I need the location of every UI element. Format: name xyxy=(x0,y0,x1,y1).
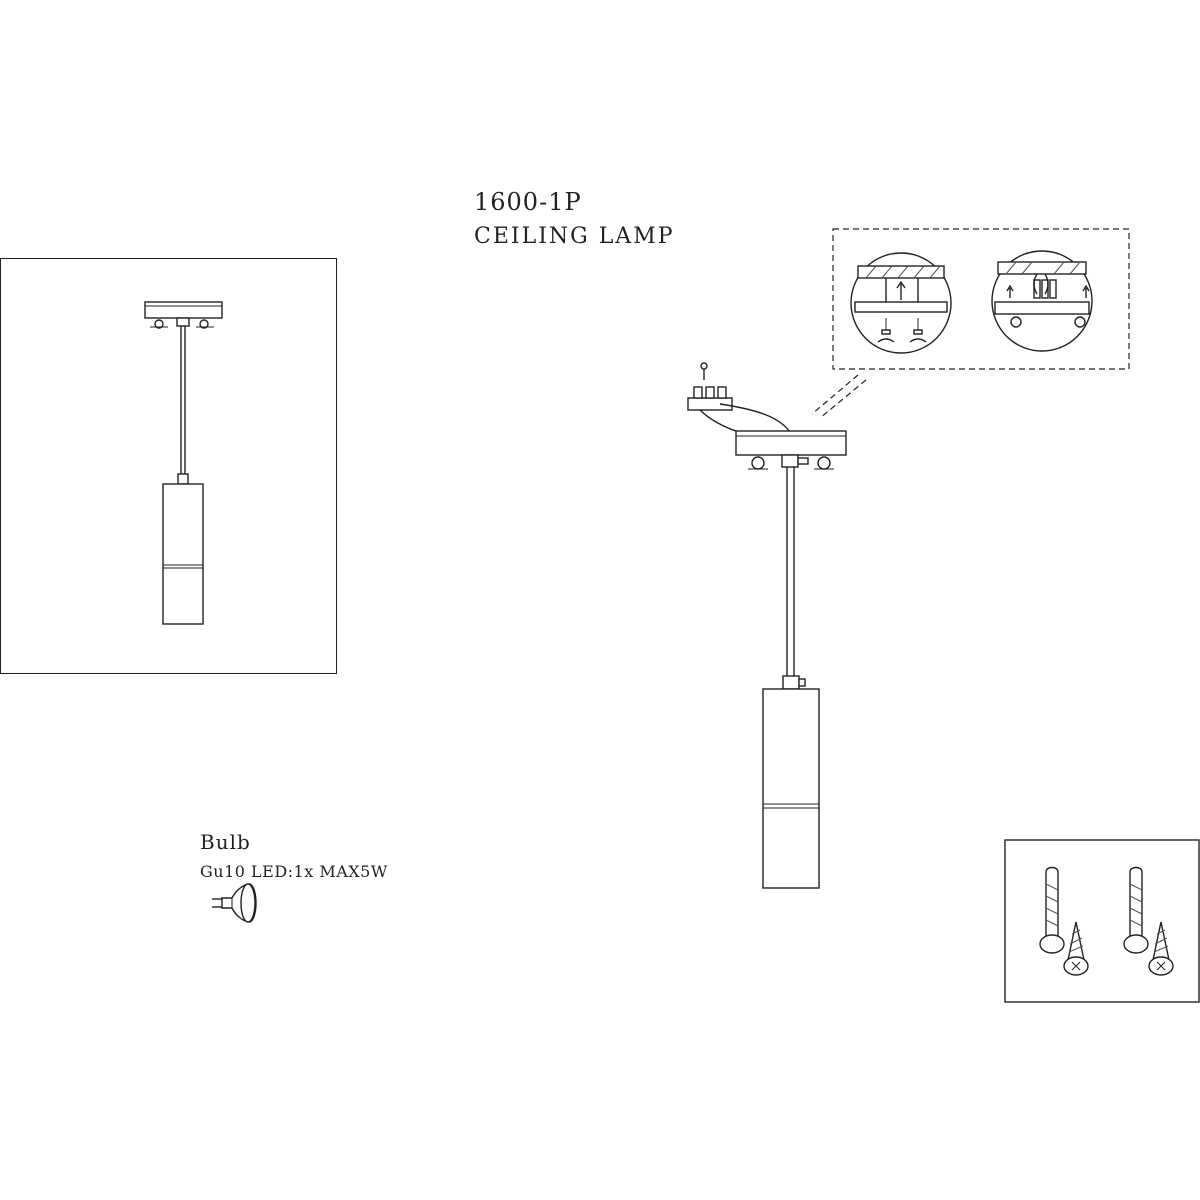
bulb-spec: Gu10 LED:1x MAX5W xyxy=(200,862,388,881)
mounting-detail-panel xyxy=(811,228,1130,419)
pendant-assembly xyxy=(687,362,847,889)
suspension-cord xyxy=(786,467,795,676)
canopy xyxy=(735,430,847,470)
overview-canopy xyxy=(144,301,223,329)
overview-frame xyxy=(0,258,337,674)
product-title: CEILING LAMP xyxy=(474,224,675,249)
screw-and-anchor-icon xyxy=(1039,866,1174,976)
inset-wiring xyxy=(991,250,1093,352)
hardware-panel xyxy=(1004,839,1200,1003)
overview-shade xyxy=(162,473,204,625)
model-number: 1600-1P xyxy=(474,188,582,216)
overview-cord xyxy=(180,326,186,476)
gu10-bulb-icon xyxy=(212,883,257,923)
bulb-heading: Bulb xyxy=(200,830,251,854)
overview-panel xyxy=(0,258,337,674)
terminal-block-icon xyxy=(687,362,791,436)
lamp-shade xyxy=(762,675,820,889)
inset-bracket-fixing xyxy=(850,252,952,354)
